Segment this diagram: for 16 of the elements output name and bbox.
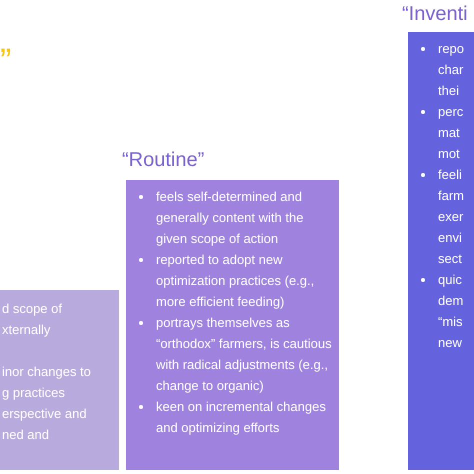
quote-mark: ” <box>0 44 12 78</box>
trait-text: g practices <box>2 384 65 402</box>
trait-text: inor changes to <box>2 363 91 381</box>
trait-text: portrays themselves as “orthodox” farmers, is cautious with radical adjustments (e.g., change to organic) <box>156 314 333 395</box>
trait-text: ned and <box>2 426 49 444</box>
trait-text: quic dem “mis new <box>438 271 464 352</box>
trait-box <box>408 32 474 470</box>
trait-box <box>0 290 119 470</box>
trait-text: keen on incremental changes and optimizing efforts <box>156 398 327 437</box>
column-heading: “Routine” <box>122 148 204 173</box>
trait-box <box>126 180 339 470</box>
column-heading: “Inventi <box>402 2 468 27</box>
trait-text: xternally <box>2 321 50 339</box>
trait-text: erspective and <box>2 405 87 423</box>
trait-text: d scope of <box>2 300 62 318</box>
trait-text: reported to adopt new optimization practices (e.g., more efficient feeding) <box>156 251 316 311</box>
